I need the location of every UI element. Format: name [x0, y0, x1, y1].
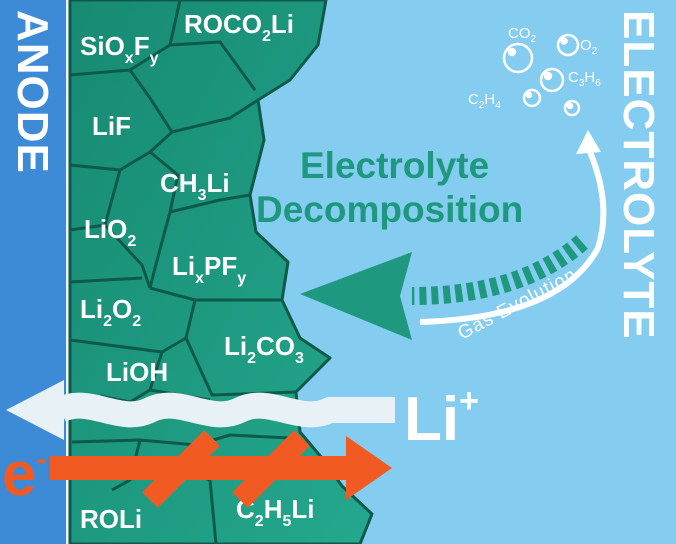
label-lioh: LiOH: [106, 357, 168, 387]
gas-evolution-arrow: [419, 130, 607, 325]
gas-co2: CO2: [508, 25, 537, 45]
label-li2o2: Li2O2: [80, 294, 141, 330]
process-title-line2: Decomposition: [256, 189, 523, 230]
label-li2co3: Li2CO3: [224, 331, 304, 367]
label-siox-fy: SiOxFy: [80, 31, 159, 67]
process-title-line1: Electrolyte: [300, 145, 489, 186]
electron-blocked-arrow: [50, 430, 392, 508]
ion-label: Li+: [404, 382, 479, 454]
gas-bubbles: [502, 33, 581, 117]
label-ch3li: CH3Li: [160, 168, 230, 204]
anode-region: [0, 0, 68, 544]
gas-c2h4: C2H4: [468, 91, 501, 111]
label-lif: LiF: [92, 111, 131, 141]
gas-c3h6: C3H6: [568, 69, 601, 89]
ion-transport-arrow: [6, 380, 395, 440]
label-roco2li: ROCO2Li: [184, 9, 294, 45]
label-lio2: LiO2: [84, 214, 136, 250]
label-lixpfy: LixPFy: [172, 251, 246, 287]
label-c2h5li: C2H5Li: [236, 494, 314, 530]
label-roli: ROLi: [80, 504, 142, 534]
anode-label: ANODE: [8, 10, 57, 174]
electron-label: e-: [2, 440, 46, 509]
gas-o2: O2: [580, 37, 598, 57]
electrolyte-label: ELECTROLYTE: [614, 10, 663, 340]
decomposition-arrow: [300, 235, 588, 340]
